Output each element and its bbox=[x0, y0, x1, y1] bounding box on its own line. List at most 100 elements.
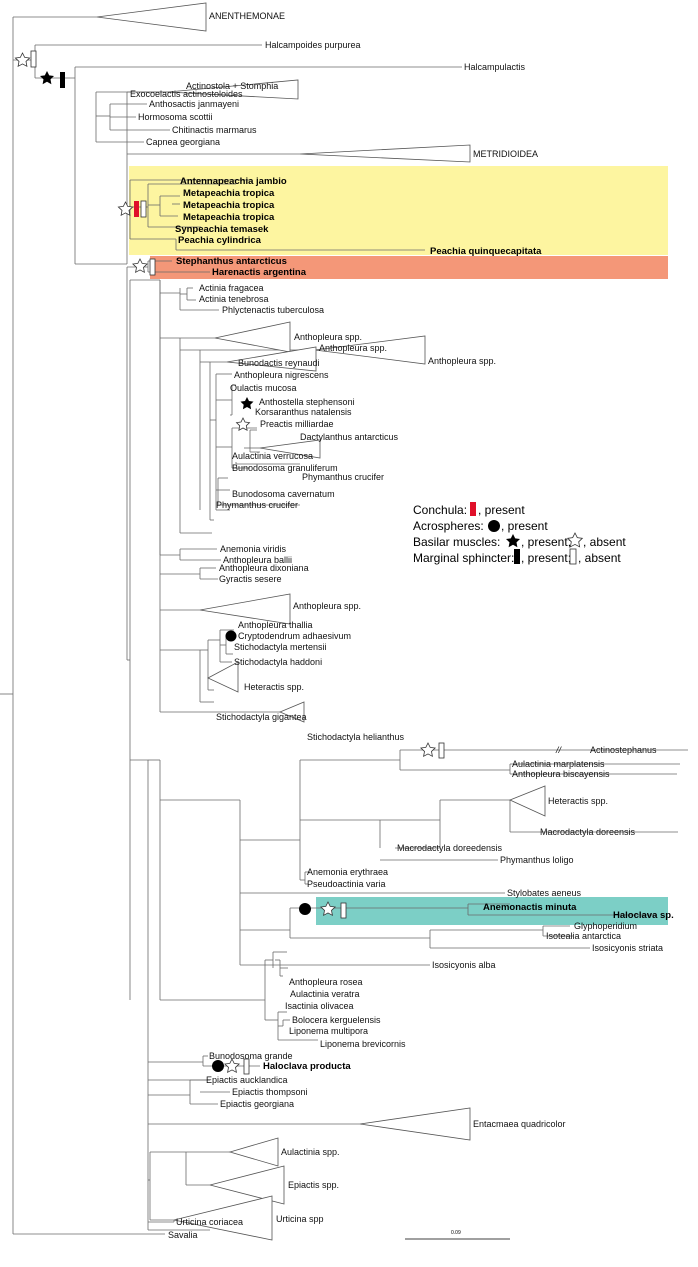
taxon-label: Halcampoides purpurea bbox=[265, 40, 361, 50]
sphincter-present-bar-icon bbox=[60, 72, 65, 88]
taxon-label: Antennapeachia jambio bbox=[180, 176, 287, 187]
conchula-present-bar-icon bbox=[134, 201, 139, 217]
taxon-label: Bunodactis reynaudi bbox=[238, 358, 320, 368]
taxon-label: Actinostephanus bbox=[590, 745, 657, 755]
taxon-label: Actinostola + Stomphia bbox=[186, 81, 278, 91]
taxon-label: Haloclava producta bbox=[263, 1061, 351, 1072]
taxon-label: Gyractis sesere bbox=[219, 574, 282, 584]
taxon-label: Bunodosoma grande bbox=[209, 1051, 293, 1061]
taxon-label: Actinia fragacea bbox=[199, 283, 264, 293]
taxon-label: Anthopleura nigrescens bbox=[234, 370, 329, 380]
taxon-label: Bunodosoma cavernatum bbox=[232, 489, 335, 499]
clade-triangle-heteractis-1 bbox=[207, 661, 239, 693]
taxon-label: Glyphoperidium bbox=[574, 921, 637, 931]
taxon-label: Liponema brevicornis bbox=[320, 1039, 406, 1049]
legend-conchula-label: Conchula: bbox=[413, 503, 467, 517]
taxon-label: Aulactinia verrucosa bbox=[232, 451, 313, 461]
taxon-label: Anthopleura biscayensis bbox=[512, 769, 610, 779]
taxon-label: Hormosoma scottii bbox=[138, 112, 213, 122]
clade-triangle-actinostola bbox=[167, 79, 299, 100]
clade-triangle-anthopleura-2 bbox=[314, 335, 426, 365]
taxon-label: Dactylanthus antarcticus bbox=[300, 432, 399, 442]
taxon-label: Oulactis mucosa bbox=[230, 383, 297, 393]
acrospheres-present-dot-icon bbox=[225, 630, 237, 642]
branch-break-mark: // bbox=[555, 745, 563, 755]
tree-branches bbox=[0, 16, 688, 1235]
clade-triangle-metridioidea bbox=[299, 144, 471, 163]
scale-bar: 0.09 bbox=[405, 1230, 510, 1240]
taxon-label: Epiactis aucklandica bbox=[206, 1075, 288, 1085]
taxon-label: Synpeachia temasek bbox=[175, 224, 269, 235]
taxon-label: Anthopleura spp. bbox=[428, 356, 496, 366]
taxon-label: Savalia bbox=[168, 1230, 198, 1240]
taxon-label: Preactis milliardae bbox=[260, 419, 334, 429]
sphincter-absent-bar-icon bbox=[243, 1058, 250, 1075]
taxon-label: Pseudoactinia varia bbox=[307, 879, 386, 889]
taxon-label: Urticina coriacea bbox=[176, 1217, 243, 1227]
legend-acrospheres-suffix: , present bbox=[501, 519, 548, 533]
taxon-label: Bunodosoma granuliferum bbox=[232, 463, 338, 473]
basilar-absent-star-icon bbox=[235, 417, 251, 431]
taxon-label: Entacmaea quadricolor bbox=[473, 1119, 566, 1129]
taxon-label: Metapeachia tropica bbox=[183, 200, 275, 211]
collapsed-clades bbox=[96, 2, 546, 1241]
taxon-label: Metapeachia tropica bbox=[183, 188, 275, 199]
legend-basilar-label: Basilar muscles: bbox=[413, 535, 500, 549]
taxon-label: Bolocera kerguelensis bbox=[292, 1015, 381, 1025]
highlight-haliactinidae bbox=[150, 256, 668, 279]
character-markers bbox=[14, 50, 445, 1075]
taxon-label: Chitinactis marmarus bbox=[172, 125, 257, 135]
taxon-label: Anthopleura spp. bbox=[319, 343, 387, 353]
taxon-label: Korsaranthus natalensis bbox=[255, 407, 352, 417]
legend-sphincter-mid: , present; bbox=[521, 551, 571, 565]
taxon-label: Peachia quinquecapitata bbox=[430, 246, 542, 257]
taxon-label: Harenactis argentina bbox=[212, 267, 307, 278]
taxon-label: Peachia cylindrica bbox=[178, 235, 262, 246]
basilar-absent-star-icon bbox=[117, 201, 134, 217]
highlight-haloclavidae bbox=[316, 897, 668, 925]
taxon-label: Epiactis thompsoni bbox=[232, 1087, 308, 1097]
clade-triangle-anenthemonae bbox=[96, 2, 207, 32]
clade-triangle-epiactis bbox=[209, 1165, 285, 1205]
taxon-label: Aulactinia veratra bbox=[290, 989, 360, 999]
sphincter-absent-bar-icon bbox=[340, 902, 347, 919]
taxon-label: Halcampulactis bbox=[464, 62, 526, 72]
taxon-label: Liponema multipora bbox=[289, 1026, 368, 1036]
clade-triangle-urticina bbox=[173, 1195, 273, 1241]
taxon-label: Phlyctenactis tuberculosa bbox=[222, 305, 324, 315]
taxon-label: Urticina spp bbox=[276, 1214, 324, 1224]
taxon-label: Stichodactyla gigantea bbox=[216, 712, 307, 722]
tip-labels: ANENTHEMONAE Halcampoides purpurea Halca… bbox=[130, 11, 674, 1240]
basilar-present-star-icon bbox=[40, 71, 54, 85]
taxon-label: Anthopleura spp. bbox=[294, 332, 362, 342]
sphincter-absent-bar-icon bbox=[30, 50, 37, 68]
taxon-label: Capnea georgiana bbox=[146, 137, 220, 147]
legend-basilar-mid: , present; bbox=[521, 535, 571, 549]
legend-conchula-suffix: , present bbox=[478, 503, 525, 517]
clade-triangle-heteractis-2 bbox=[508, 785, 546, 817]
taxon-label: Cryptodendrum adhaesivum bbox=[238, 631, 351, 641]
legend-acrospheres-label: Acrospheres: bbox=[413, 519, 484, 533]
taxon-label: Stichodactyla mertensii bbox=[234, 642, 327, 652]
taxon-label: Anthostella stephensoni bbox=[259, 397, 355, 407]
taxon-label: Aulactinia marplatensis bbox=[512, 759, 605, 769]
clade-triangle-aulactinia bbox=[228, 1137, 279, 1167]
clade-triangle-entacmaea bbox=[359, 1107, 471, 1141]
taxon-label: Heteractis spp. bbox=[548, 796, 608, 806]
taxon-label: Stylobates aeneus bbox=[507, 888, 582, 898]
taxon-label: Anthopleura spp. bbox=[293, 601, 361, 611]
clade-triangle-phymanthus bbox=[259, 439, 321, 459]
taxon-label: Isosicyonis alba bbox=[432, 960, 496, 970]
taxon-label: Haloclava sp. bbox=[613, 910, 674, 921]
clade-triangle-anthopleura-3 bbox=[226, 346, 317, 372]
basilar-present-legend-icon bbox=[506, 534, 520, 548]
taxon-label: Isotealia antarctica bbox=[546, 931, 621, 941]
acrospheres-present-dot-icon bbox=[212, 1060, 224, 1072]
basilar-absent-star-icon bbox=[132, 258, 148, 274]
taxon-label: Epiactis spp. bbox=[288, 1180, 339, 1190]
taxon-label: Stephanthus antarcticus bbox=[176, 256, 287, 267]
clade-triangle-stichodactyla-hel bbox=[278, 701, 305, 723]
sphincter-absent-legend-icon bbox=[569, 548, 577, 565]
basilar-absent-legend-icon bbox=[566, 532, 584, 548]
